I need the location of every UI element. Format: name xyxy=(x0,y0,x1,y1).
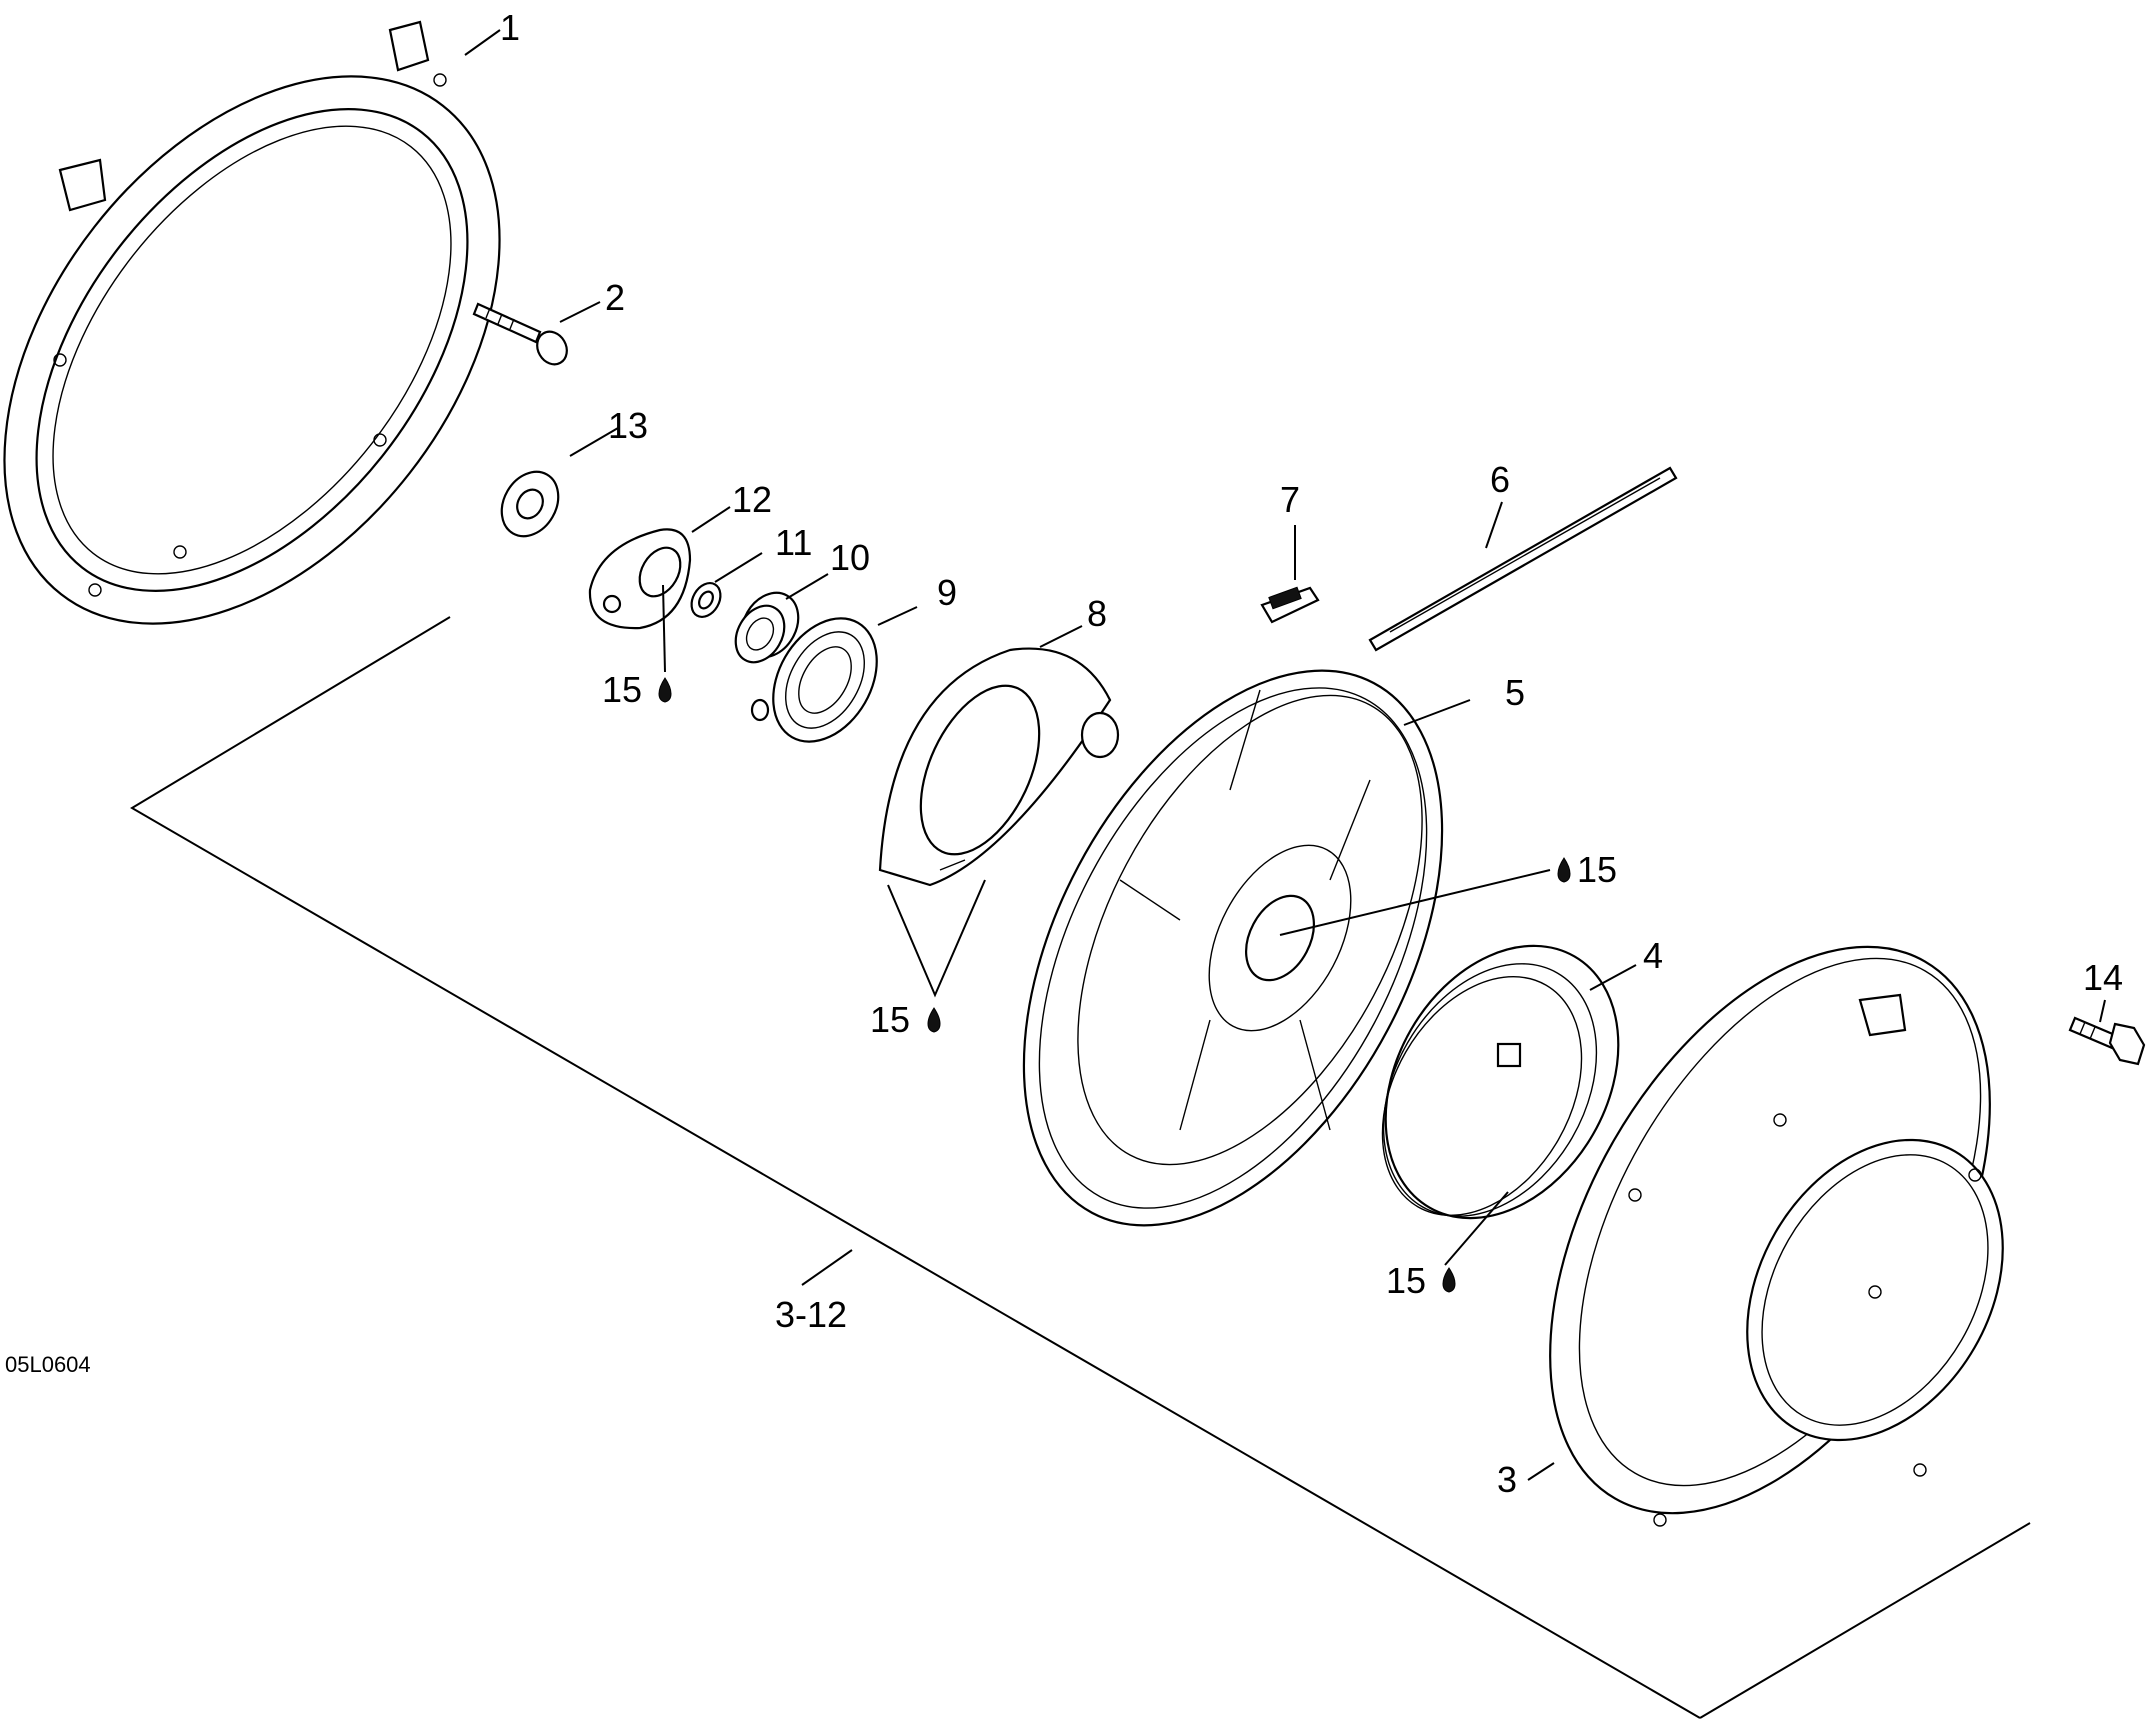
callout-7: 7 xyxy=(1280,479,1300,520)
callout-4: 4 xyxy=(1643,935,1663,976)
part-1-ring-housing xyxy=(3,20,501,625)
callout-3-12: 3-12 xyxy=(775,1294,847,1335)
drawing-code: 05L0604 xyxy=(5,1352,91,1377)
part-4-recoil-spring xyxy=(1381,944,1620,1220)
part-12-plate xyxy=(588,528,692,630)
callout-leader-lines xyxy=(464,29,2106,1481)
callout-15-d: 15 xyxy=(1386,1260,1426,1301)
callout-9: 9 xyxy=(937,572,957,613)
part-5-rope-pulley xyxy=(1022,669,1444,1227)
callout-11: 11 xyxy=(775,522,812,563)
callout-13: 13 xyxy=(608,405,648,446)
part-3-starter-cover xyxy=(1549,945,2004,1527)
part-8-cam xyxy=(878,647,1120,887)
callout-14: 14 xyxy=(2083,957,2123,998)
callout-15-c: 15 xyxy=(870,999,910,1040)
callout-1: 1 xyxy=(500,7,520,48)
oil-drop-icon xyxy=(658,677,672,703)
assembly-group-outline xyxy=(130,616,2031,1719)
part-9-pawl-spring xyxy=(750,617,878,743)
part-11-o-ring xyxy=(690,582,722,618)
part-10-bushing xyxy=(734,591,800,664)
part-13-lock-washer xyxy=(500,470,560,538)
part-2-screw xyxy=(472,302,568,366)
callout-10: 10 xyxy=(830,537,870,578)
part-7-rope-lock xyxy=(1260,586,1320,624)
callout-2: 2 xyxy=(605,277,625,318)
part-6-rope xyxy=(1368,466,1678,652)
part-14-bolt xyxy=(2068,1016,2146,1066)
callout-3: 3 xyxy=(1497,1459,1517,1500)
callout-15-a: 15 xyxy=(602,669,642,710)
callout-8: 8 xyxy=(1087,593,1107,634)
oil-drop-icon xyxy=(1442,1267,1456,1293)
oil-drop-icon xyxy=(927,1007,941,1033)
oil-drop-icon xyxy=(1557,857,1571,883)
callout-12: 12 xyxy=(732,479,772,520)
callout-6: 6 xyxy=(1490,459,1510,500)
callout-15-b: 15 xyxy=(1577,849,1617,890)
callout-5: 5 xyxy=(1505,672,1525,713)
